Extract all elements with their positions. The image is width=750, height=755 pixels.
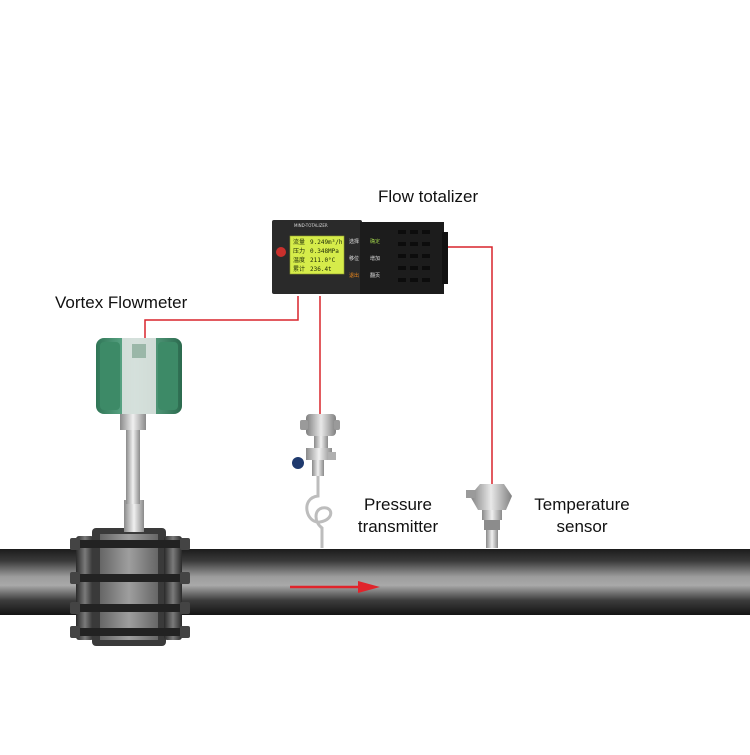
lcd-row-name: 温度	[293, 256, 305, 264]
key-label[interactable]: 增加	[370, 255, 380, 262]
lcd-screen	[289, 235, 345, 275]
flow-direction-arrow	[290, 581, 380, 593]
label-flow-totalizer: Flow totalizer	[378, 187, 479, 206]
key-label[interactable]: 退出	[349, 272, 359, 279]
label-pressure-transmitter: Pressure transmitter	[350, 494, 446, 538]
key-label[interactable]: 选择	[349, 238, 359, 245]
lcd-row-value: 9.249m³/h	[310, 239, 343, 246]
label-pressure-line2: transmitter	[357, 517, 439, 536]
wire-temperature-to-totalizer	[448, 246, 493, 484]
lcd-row-value: 236.4t	[310, 266, 332, 273]
lcd-row-name: 累计	[293, 265, 305, 273]
key-label[interactable]: 翻页	[370, 272, 380, 279]
totalizer-model-text: MIND-TOTALIZER	[294, 223, 328, 228]
lcd-row-name: 压力	[293, 247, 305, 255]
key-label[interactable]: 移位	[349, 255, 359, 262]
label-vortex-flowmeter: Vortex Flowmeter	[55, 293, 188, 312]
temperature-sensor-device	[466, 484, 512, 548]
wire-flowmeter-to-totalizer	[144, 296, 299, 352]
brand-logo-icon	[276, 247, 286, 257]
pressure-transmitter-device	[292, 414, 340, 548]
label-pressure-line1: Pressure	[363, 495, 433, 514]
lcd-row-name: 流量	[293, 238, 305, 246]
key-label[interactable]: 确定	[370, 238, 380, 245]
valve-handwheel-icon	[292, 457, 304, 469]
label-temperature-line1: Temperature	[534, 495, 630, 514]
label-temperature-sensor: Temperature sensor	[528, 494, 636, 538]
siphon-coil	[305, 476, 333, 548]
lcd-row-value: 211.0°C	[310, 257, 336, 264]
label-temperature-line2: sensor	[556, 517, 608, 536]
lcd-row-value: 0.348MPa	[310, 248, 339, 255]
signal-wires	[144, 246, 493, 484]
vortex-flowmeter	[70, 338, 190, 646]
flow-totalizer-device: MIND-TOTALIZER 流量 9.249m³/h 压力 0.348MPa …	[272, 220, 448, 294]
